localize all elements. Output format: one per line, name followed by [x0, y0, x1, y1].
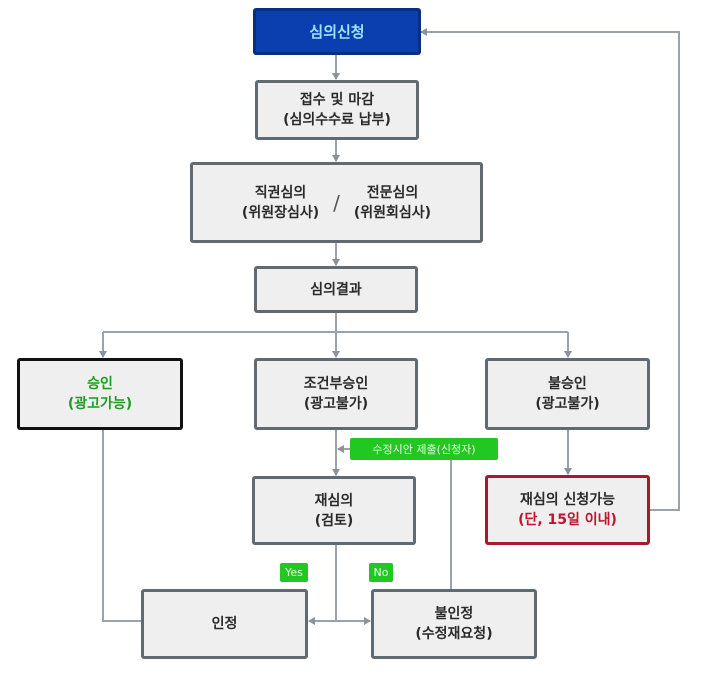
node-notaccepted-title: 불인정: [434, 606, 474, 622]
node-approved-sub: (광고가능): [67, 396, 133, 412]
node-apply: 심의신청: [253, 8, 421, 55]
node-conditional-title: 조건부승인: [303, 376, 369, 392]
node-rereview-title: 재심의: [314, 492, 354, 509]
node-notaccepted: 불인정 (수정재요청): [371, 589, 537, 659]
tag-no: No: [369, 563, 393, 582]
node-reapply-sub: (단, 15일 이내): [518, 512, 617, 528]
node-rejected-sub: (광고불가): [535, 396, 600, 412]
node-reapply-title: 재심의 신청가능: [519, 492, 616, 508]
node-accepted-title: 인정: [211, 616, 238, 632]
tag-yes: Yes: [280, 563, 308, 582]
review-pair: 직권심의 (위원장심사) / 전문심의 (위원회심사): [242, 183, 431, 223]
node-accepted: 인정: [141, 589, 308, 659]
node-receipt-title: 접수 및 마감: [299, 92, 375, 108]
node-rereview: 재심의 (검토): [252, 476, 416, 545]
review-separator: /: [333, 190, 340, 215]
review-left-sub: (위원장심사): [241, 204, 320, 221]
node-result: 심의결과: [254, 266, 418, 313]
node-receipt-sub: (심의수수료 납부): [283, 112, 391, 128]
review-right-sub: (위원회심사): [353, 204, 432, 221]
tag-submit-revision: 수정시안 제출(신청자): [350, 438, 498, 460]
node-rejected-title: 불승인: [548, 376, 587, 392]
review-left: 직권심의 (위원장심사): [242, 183, 319, 223]
node-apply-title: 심의신청: [309, 22, 365, 41]
review-right: 전문심의 (위원회심사): [354, 183, 431, 223]
node-reapply: 재심의 신청가능 (단, 15일 이내): [485, 475, 650, 545]
node-conditional: 조건부승인 (광고불가): [254, 358, 418, 430]
line-approved-to-accepted: [102, 430, 141, 622]
review-left-title: 직권심의: [254, 184, 307, 201]
node-review: 직권심의 (위원장심사) / 전문심의 (위원회심사): [190, 162, 483, 243]
node-approved: 승인 (광고가능): [17, 358, 183, 430]
node-approved-title: 승인: [87, 376, 113, 392]
node-result-title: 심의결과: [310, 281, 362, 298]
node-receipt: 접수 및 마감 (심의수수료 납부): [255, 80, 419, 140]
node-notaccepted-sub: (수정재요청): [415, 626, 493, 642]
review-right-title: 전문심의: [366, 184, 419, 201]
node-rejected: 불승인 (광고불가): [485, 358, 650, 430]
node-rereview-sub: (검토): [314, 512, 354, 529]
arrow-reapply-to-apply: [420, 28, 680, 511]
node-conditional-sub: (광고불가): [303, 396, 369, 412]
